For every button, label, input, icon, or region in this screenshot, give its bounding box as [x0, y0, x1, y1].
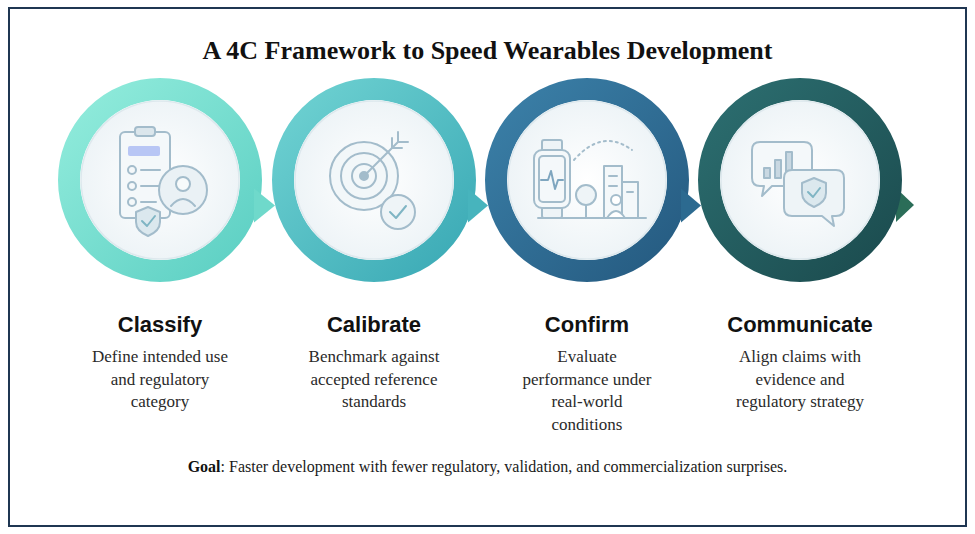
step-heading: Calibrate: [234, 312, 514, 338]
watch-band: [542, 206, 562, 218]
goal-label: Goal: [188, 458, 221, 475]
shield-check: [808, 188, 820, 197]
pulse-line: [541, 171, 563, 189]
shield: [802, 178, 826, 207]
person-body: [607, 211, 625, 218]
check-item: [128, 182, 136, 190]
flow-chevron: [681, 189, 701, 223]
bar: [764, 168, 770, 178]
building-windows: [609, 176, 633, 192]
communicate-icon: [752, 142, 844, 226]
ring-inner: [721, 101, 879, 259]
step-description: Define intended use and regulatory categ…: [92, 346, 228, 414]
target-center: [360, 172, 368, 180]
building: [622, 182, 638, 218]
ring-inner: [295, 101, 453, 259]
ground-line: [538, 217, 646, 219]
flow-chevron: [468, 189, 488, 223]
ring-inner: [81, 101, 239, 259]
step-description: Align claims with evidence and regulator…: [733, 346, 868, 414]
process-circle: CalibrateBenchmark against accepted refe…: [272, 78, 476, 282]
step-heading: Confirm: [447, 312, 727, 338]
check-badge: [381, 195, 415, 229]
process-circle: ConfirmEvaluate performance under real-w…: [485, 78, 689, 282]
check-item: [128, 198, 136, 206]
tree-trunk: [585, 205, 587, 218]
step-description: Benchmark against accepted reference sta…: [304, 346, 444, 414]
goal-text: : Faster development with fewer regulato…: [221, 458, 788, 475]
person-shoulders: [171, 199, 195, 206]
building: [604, 166, 622, 218]
arrow-fletching: [392, 132, 408, 148]
watch-screen: [539, 156, 565, 202]
step-heading: Communicate: [660, 312, 940, 338]
check-item: [128, 166, 136, 174]
clipboard-clip: [135, 127, 155, 136]
target-ring: [352, 164, 376, 188]
watch-body: [534, 150, 570, 208]
check-lines: [141, 170, 160, 202]
ring-outline: [58, 78, 262, 282]
target-ring: [330, 142, 398, 210]
bar: [775, 160, 781, 178]
ring-outline: [698, 78, 902, 282]
speech-bubble: [784, 170, 844, 226]
outer-border: [9, 8, 966, 526]
confirm-icon: [534, 140, 646, 218]
ring: [496, 89, 678, 271]
tree-crown: [576, 185, 596, 205]
goal-line: Goal: Faster development with fewer regu…: [0, 456, 975, 478]
person-head: [611, 195, 621, 205]
step-description: Evaluate performance under real-world co…: [520, 346, 655, 436]
diagram-title: A 4C Framework to Speed Wearables Develo…: [0, 34, 975, 68]
title-area: A 4C Framework to Speed Wearables Develo…: [0, 34, 975, 68]
ring: [283, 89, 465, 271]
person-head: [176, 177, 190, 191]
process-circle: CommunicateAlign claims with evidence an…: [698, 78, 902, 282]
target-ring: [341, 153, 387, 199]
shield: [136, 207, 160, 236]
step-heading: Classify: [20, 312, 300, 338]
ring-outline: [272, 78, 476, 282]
shield-check: [142, 216, 155, 226]
badge-check: [390, 206, 406, 218]
bar: [786, 152, 792, 178]
ring-outline: [485, 78, 689, 282]
flow-chevron: [254, 189, 275, 223]
speech-bubble: [752, 142, 812, 196]
arrow-shaft: [364, 142, 398, 176]
watch-band: [542, 140, 562, 152]
clipboard-bar: [128, 146, 160, 156]
classify-icon: [120, 127, 207, 236]
clipboard: [120, 132, 170, 218]
calibrate-icon: [330, 132, 415, 229]
ring: [69, 89, 251, 271]
ring-inner: [508, 101, 666, 259]
ring: [709, 89, 891, 271]
process-circle: ClassifyDefine intended use and regulato…: [58, 78, 262, 282]
person-badge: [159, 166, 207, 214]
signal-arc: [574, 141, 632, 160]
